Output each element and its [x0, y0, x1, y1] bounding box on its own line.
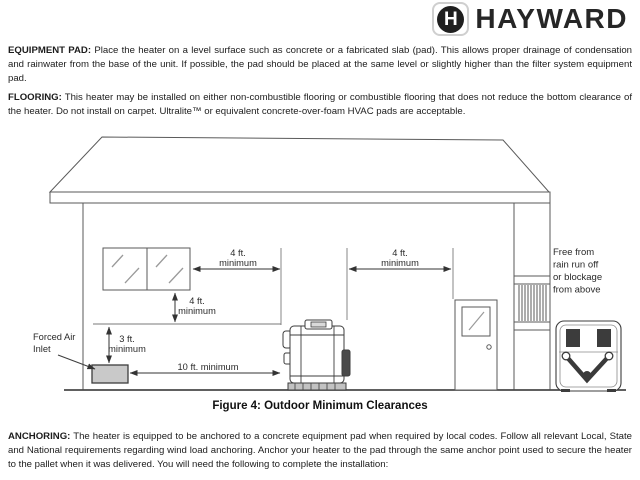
dim-heater-door-value: 4 ft. — [392, 248, 408, 258]
house — [48, 136, 626, 391]
dim-below-window-unit: minimum — [178, 306, 216, 316]
heater-front-view — [555, 320, 622, 392]
forced-air-label-line1: Forced Air — [33, 332, 75, 342]
door-glass-glint — [468, 311, 485, 331]
heater-base-pallet — [287, 382, 347, 391]
rain-label-line2: rain run off — [553, 260, 599, 271]
anchoring-label: ANCHORING: — [8, 431, 71, 442]
rain-label-line3: or blockage — [553, 272, 602, 283]
rain-label-line4: from above — [553, 285, 601, 296]
hayward-h-icon: H — [437, 5, 465, 33]
forced-air-inlet — [57, 354, 129, 384]
heater-front-foot-left — [561, 389, 570, 392]
louver-slats — [518, 285, 547, 321]
logo-letter: H — [444, 8, 458, 30]
dimension-arrows — [106, 266, 452, 376]
rain-label-line1: Free from — [553, 247, 594, 258]
door-knob — [486, 344, 492, 350]
dim-below-window-value: 4 ft. — [189, 296, 205, 306]
anchoring-paragraph: ANCHORING: The heater is equipped to be … — [8, 430, 632, 473]
heater-manifold — [563, 353, 612, 384]
anchoring-text: The heater is equipped to be anchored to… — [8, 431, 632, 471]
louvered-vent — [513, 275, 551, 331]
dim-heater-door-unit: minimum — [381, 258, 419, 268]
heater-top-vent-grille — [310, 321, 327, 328]
hayward-logo: H HAYWARD — [432, 2, 628, 36]
extension-lines — [93, 248, 454, 325]
flooring-label: FLOORING: — [8, 92, 62, 103]
heater-side-view — [282, 319, 351, 391]
window — [102, 247, 191, 291]
forced-air-label-line2: Inlet — [33, 344, 51, 354]
heater-front-vent-right — [597, 329, 611, 347]
heater-base-hatch — [294, 383, 336, 390]
equipment-pad-paragraph: EQUIPMENT PAD: Place the heater on a lev… — [8, 44, 632, 87]
flooring-text: This heater may be installed on either n… — [8, 92, 632, 118]
equipment-pad-text: Place the heater on a level surface such… — [8, 45, 633, 85]
dim-inlet-heater: 10 ft. minimum — [178, 362, 239, 372]
heater-front-foot-right — [607, 389, 616, 392]
forced-air-inlet-leader — [57, 354, 96, 370]
forced-air-inlet-box — [91, 364, 129, 384]
dim-inlet-value: 3 ft. — [119, 334, 135, 344]
hayward-logo-icon: H — [432, 2, 470, 36]
figure-caption: Figure 4: Outdoor Minimum Clearances — [212, 400, 428, 412]
dim-window-heater-value: 4 ft. — [230, 248, 246, 258]
dim-inlet-unit: minimum — [108, 344, 146, 354]
heater-front-vent-left — [566, 329, 580, 347]
hayward-wordmark: HAYWARD — [475, 3, 628, 34]
roof — [48, 136, 551, 193]
dim-window-heater-unit: minimum — [219, 258, 257, 268]
heater-gas-valve — [341, 349, 351, 377]
door — [454, 299, 498, 391]
roof-fascia — [49, 191, 551, 204]
flooring-paragraph: FLOORING: This heater may be installed o… — [8, 91, 632, 119]
equipment-pad-label: EQUIPMENT PAD: — [8, 45, 92, 56]
window-glass-glints — [111, 254, 184, 284]
